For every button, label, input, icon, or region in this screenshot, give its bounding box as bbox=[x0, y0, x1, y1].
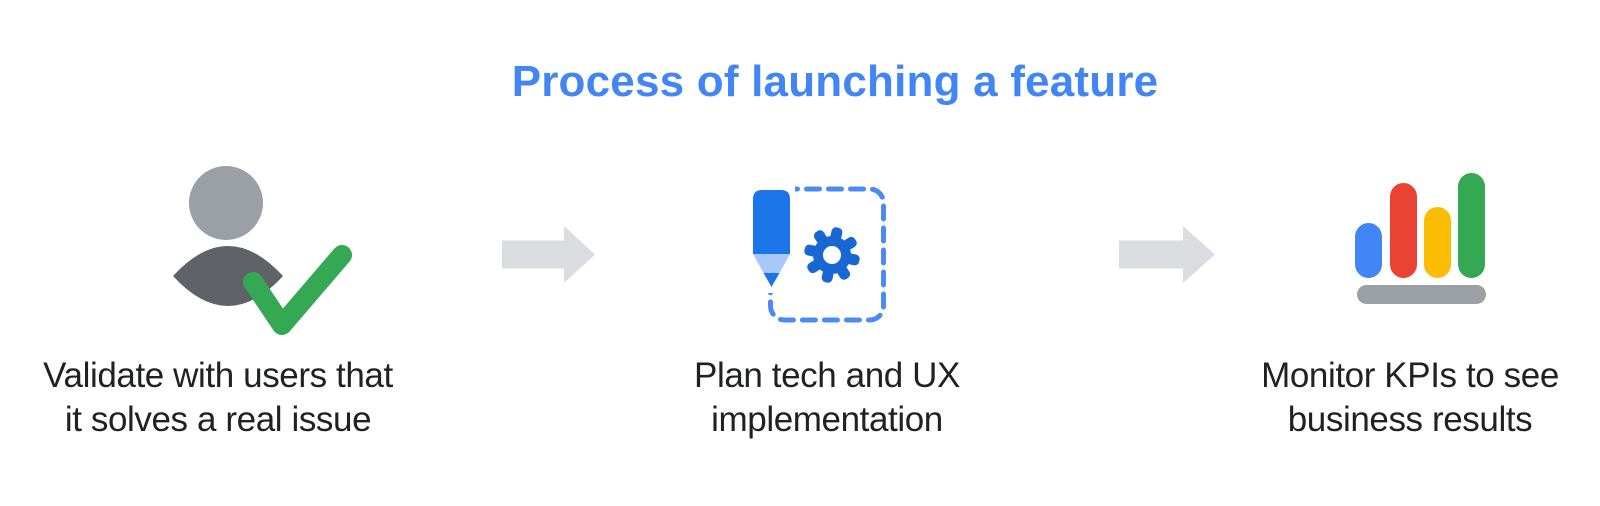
pencil-collar bbox=[753, 254, 790, 273]
caption-line-1: Monitor KPIs to see bbox=[1261, 356, 1559, 395]
user-validated-icon bbox=[173, 166, 352, 335]
gear-hole bbox=[823, 246, 841, 264]
diagram-title: Process of launching a feature bbox=[511, 57, 1159, 106]
check-mark-icon bbox=[243, 245, 352, 335]
bar-red bbox=[1390, 183, 1417, 278]
step-caption-plan: Plan tech and UX implementation bbox=[617, 354, 1037, 442]
bar-green bbox=[1458, 173, 1485, 278]
chart-base bbox=[1357, 285, 1486, 304]
arrow-right-icon bbox=[502, 226, 595, 283]
caption-line-2: implementation bbox=[711, 400, 943, 439]
caption-line-2: business results bbox=[1287, 400, 1533, 439]
bar-chart-kpi-icon bbox=[1355, 173, 1486, 304]
pencil-tip bbox=[763, 273, 780, 287]
pencil-icon bbox=[753, 190, 790, 287]
caption-line-1: Plan tech and UX bbox=[694, 356, 960, 395]
gear-icon bbox=[804, 227, 860, 283]
arrow-shape bbox=[1119, 226, 1215, 283]
pencil-gear-plan-icon bbox=[748, 182, 886, 323]
step-caption-monitor: Monitor KPIs to see business results bbox=[1200, 354, 1600, 442]
bar-blue bbox=[1355, 223, 1382, 278]
caption-line-1: Validate with users that bbox=[43, 356, 393, 395]
arrow-right-icon bbox=[1119, 226, 1215, 283]
step-caption-validate: Validate with users that it solves a rea… bbox=[8, 354, 428, 442]
pencil-body bbox=[753, 190, 790, 254]
person-head bbox=[189, 166, 263, 240]
dashed-selection-box bbox=[768, 186, 886, 323]
caption-line-2: it solves a real issue bbox=[64, 400, 372, 439]
arrow-shape bbox=[502, 226, 595, 283]
bar-yellow bbox=[1424, 207, 1451, 278]
